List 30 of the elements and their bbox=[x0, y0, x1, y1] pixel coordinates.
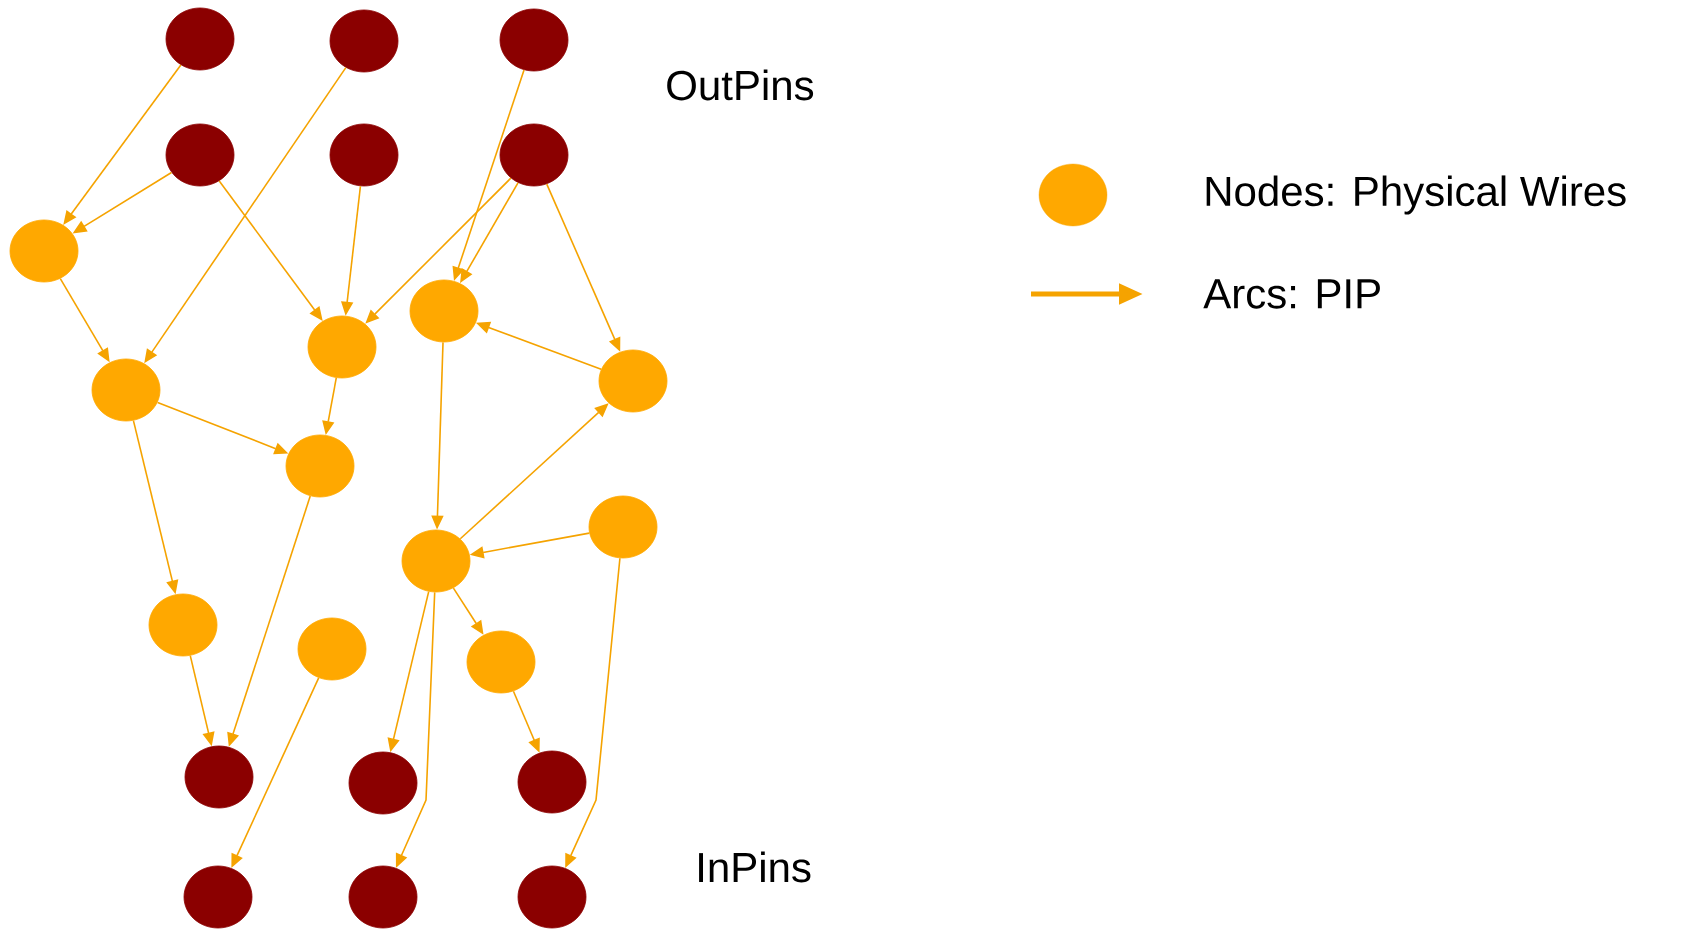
wire-circle bbox=[148, 593, 218, 657]
wire-circle bbox=[9, 219, 79, 283]
pin-circle bbox=[348, 865, 418, 929]
pin-circle bbox=[499, 123, 569, 187]
wire-circle bbox=[598, 349, 668, 413]
pin-circle bbox=[183, 865, 253, 929]
pin-circle bbox=[329, 9, 399, 73]
pin-circle bbox=[517, 750, 587, 814]
wire-circle bbox=[401, 529, 471, 593]
wire-circle bbox=[285, 434, 355, 498]
pin-circle bbox=[165, 7, 235, 71]
arrow bbox=[218, 180, 323, 321]
pin-group-label: InPins bbox=[699, 851, 811, 883]
arrow bbox=[63, 64, 182, 225]
pin-circle bbox=[184, 745, 254, 809]
pin-circle bbox=[348, 751, 418, 815]
legend-text: Arcs: PIP bbox=[1203, 279, 1380, 309]
pin-circle bbox=[165, 123, 235, 187]
wire-circle bbox=[466, 630, 536, 694]
wire-circle bbox=[409, 279, 479, 343]
pin-group-label: OutPins bbox=[667, 69, 814, 101]
pin-circle bbox=[517, 865, 587, 929]
pin-circle bbox=[499, 8, 569, 72]
wire-circle bbox=[307, 315, 377, 379]
wire-circle bbox=[588, 495, 658, 559]
pin-circle bbox=[329, 123, 399, 187]
wire-circle bbox=[297, 617, 367, 681]
arrow bbox=[365, 177, 512, 324]
legend-text: Nodes: Physical Wires bbox=[1206, 175, 1626, 215]
wire-circle bbox=[91, 358, 161, 422]
